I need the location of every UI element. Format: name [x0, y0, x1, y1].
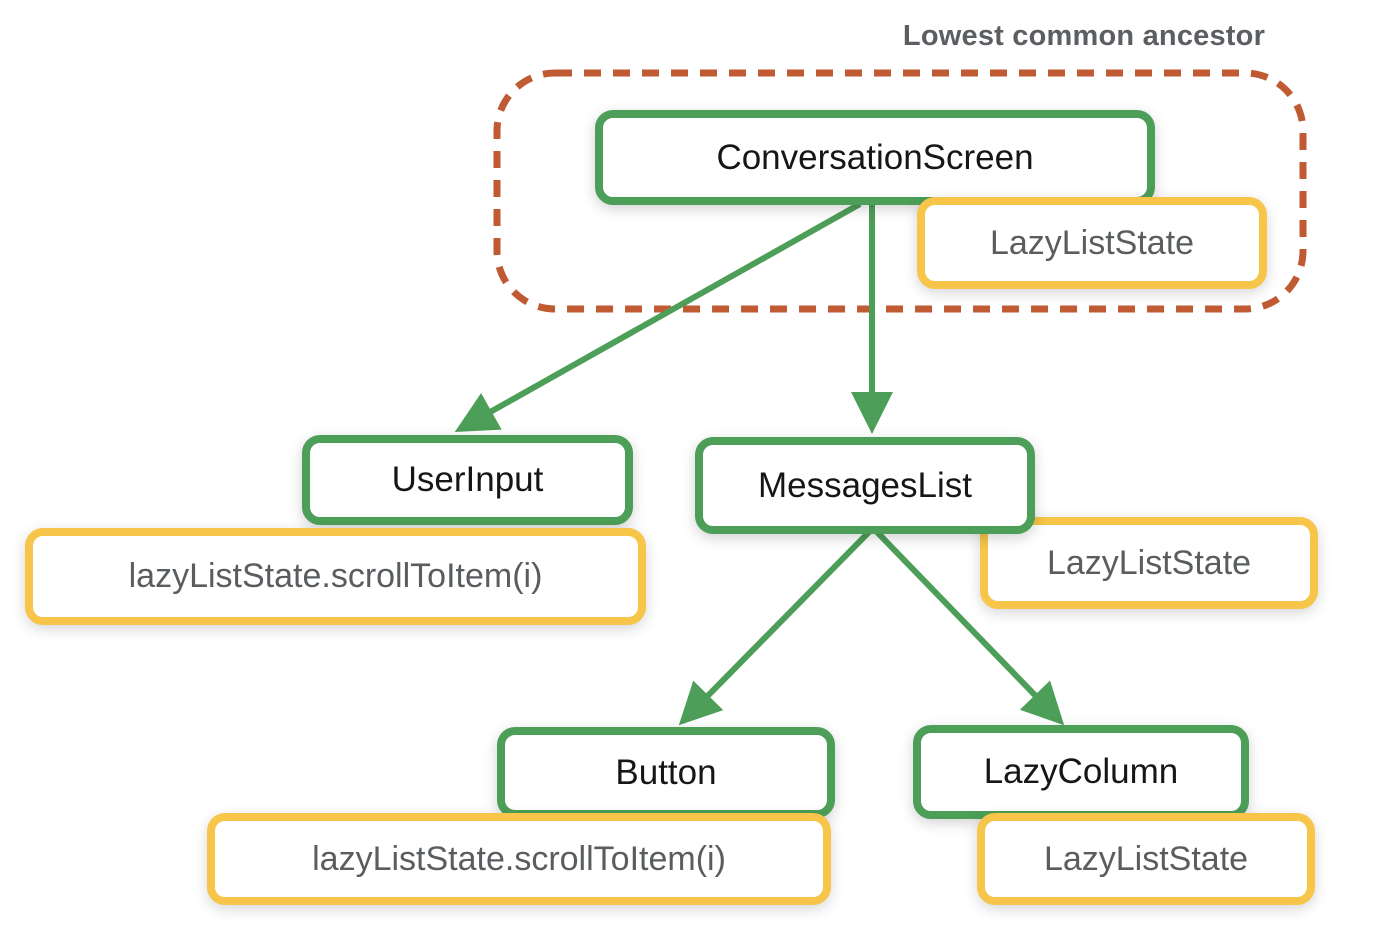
node-lazy-column-label: LazyColumn — [983, 752, 1179, 791]
node-conversation-screen-label: ConversationScreen — [716, 137, 1034, 177]
node-button-label: Button — [615, 752, 717, 792]
state-box-conversation-screen: LazyListState — [917, 197, 1267, 289]
node-button: Button — [497, 727, 835, 818]
node-lazy-column: LazyColumn — [913, 725, 1249, 819]
edge-conversationscreen-userinput — [454, 201, 862, 432]
node-messages-list-label: MessagesList — [758, 465, 972, 505]
call-box-button: lazyListState.scrollToItem(i) — [207, 813, 831, 905]
lowest-common-ancestor-label: Lowest common ancestor — [902, 20, 1266, 52]
call-box-button-label: lazyListState.scrollToItem(i) — [312, 839, 726, 878]
lowest-common-ancestor-outline — [493, 69, 1307, 313]
node-conversation-screen: ConversationScreen — [595, 110, 1155, 205]
call-box-user-input: lazyListState.scrollToItem(i) — [25, 528, 646, 625]
call-box-user-input-label: lazyListState.scrollToItem(i) — [128, 557, 543, 595]
edge-messageslist-lazycolumn — [874, 529, 1065, 726]
state-box-messages-list-label: LazyListState — [1046, 543, 1252, 582]
node-messages-list: MessagesList — [695, 437, 1035, 534]
node-user-input-label: UserInput — [391, 460, 544, 499]
node-user-input: UserInput — [302, 435, 633, 525]
state-box-lazy-column: LazyListState — [977, 813, 1315, 905]
state-box-conversation-screen-label: LazyListState — [989, 223, 1195, 262]
state-box-messages-list: LazyListState — [980, 517, 1318, 609]
state-box-lazy-column-label: LazyListState — [1043, 839, 1249, 878]
edge-messageslist-button — [678, 529, 872, 726]
